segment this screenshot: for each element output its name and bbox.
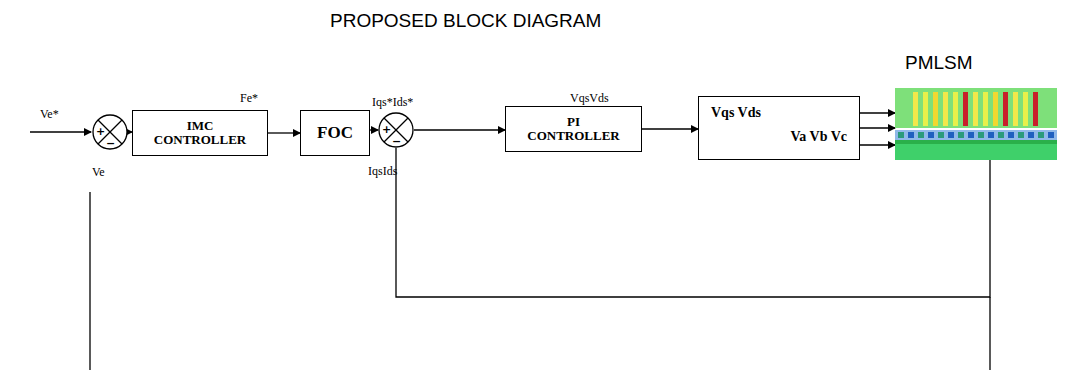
magnet [908,132,914,138]
magnet [958,132,964,138]
voltage-text: Va Vb Vc [790,129,847,144]
coil-bar [1003,92,1008,126]
junction-circle [379,113,413,147]
magnet [918,132,924,138]
signal-connector [860,144,895,145]
magnet [928,132,934,138]
coil-bar [1013,92,1018,126]
minus-sign: − [392,136,401,147]
plus-sign: + [96,126,105,137]
motor-heading: PMLSM [905,52,973,74]
process-box: FOC [300,110,370,156]
pmlsm-motor: PMLSM [895,88,1057,160]
coil-bar [1023,92,1028,126]
input-wire [30,131,91,132]
signal-label: Ve* [40,108,59,121]
feedback-wire [89,192,90,370]
signal-label: Fe* [240,92,258,105]
magnet [988,132,994,138]
coil-bar [943,92,948,126]
coil-bar [953,92,958,126]
signal-label: VqsVds [570,92,609,105]
signal-label: Ve [92,166,105,179]
coil-bar [923,92,928,126]
process-box: IMC CONTROLLER [132,110,268,156]
signal-label: IqsIds [368,165,397,178]
magnet [938,132,944,138]
magnet [1008,132,1014,138]
stator-base [895,140,1057,160]
box-text: FOC [317,124,353,143]
magnet [1018,132,1024,138]
signal-connector [642,128,698,129]
signal-connector [396,148,990,297]
signal-label: Iqs*Ids* [372,96,413,109]
plus-sign: + [382,124,391,135]
coil-bar [973,92,978,126]
summing-junction: +− [92,114,128,150]
magnet [898,132,904,138]
coil-bar [913,92,918,126]
signal-connector [860,127,895,128]
mover-body [895,88,1057,128]
magnet [948,132,954,138]
process-box: PI CONTROLLER [505,106,642,152]
motor-illustration [895,88,1057,160]
coil-bar [963,92,968,126]
magnet [1048,132,1054,138]
transform-box: Vqs Vds Va Vb Vc [698,96,860,160]
stator-band [895,130,1057,140]
feedback-wire [989,297,990,370]
signal-connector [860,112,895,113]
junction-circle [93,115,127,149]
magnet [1028,132,1034,138]
box-text: PI CONTROLLER [524,115,624,144]
signal-connector [268,132,300,133]
signal-connector [414,129,505,130]
magnet [968,132,974,138]
magnet [978,132,984,138]
diagram-title: PROPOSED BLOCK DIAGRAM [330,10,601,32]
coil-bar [983,92,988,126]
coil-bar [933,92,938,126]
summing-junction: +− [378,112,414,148]
voltage-text: Vqs Vds [711,105,761,120]
coil-bar [993,92,998,126]
minus-sign: − [106,138,115,149]
signal-connector [370,129,378,130]
magnet [1038,132,1044,138]
box-text: IMC CONTROLLER [150,119,250,148]
magnet [998,132,1004,138]
coil-bar [1033,92,1038,126]
stator-base-top [895,140,1057,144]
